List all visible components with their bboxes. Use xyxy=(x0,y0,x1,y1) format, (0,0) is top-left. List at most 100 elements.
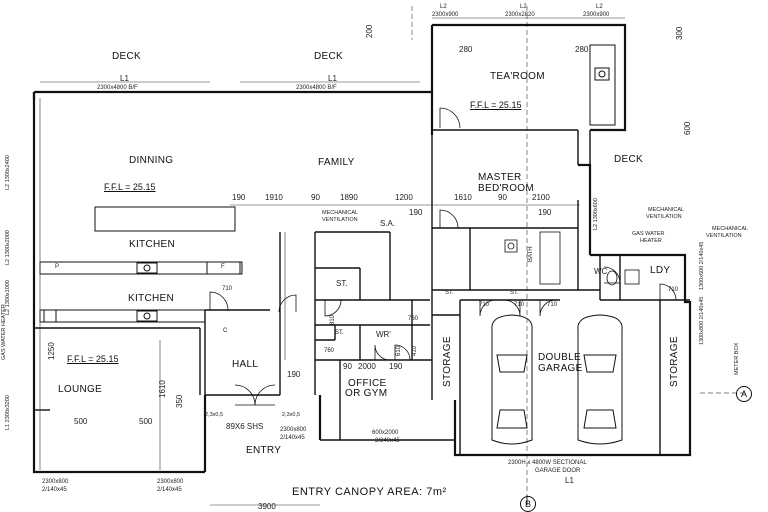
window-l2-top-2-size: 2300x2820 xyxy=(505,12,535,18)
lounge-window-1: 2300x800 xyxy=(42,479,69,485)
room-deck-middle: DECK xyxy=(314,51,343,62)
dim-1250: 1250 xyxy=(47,342,56,360)
dim-300: 300 xyxy=(675,26,684,40)
dim-710-a: 710 xyxy=(222,286,233,292)
room-office: OFFICE xyxy=(348,378,387,389)
left-window-4: L1 2300x3200 xyxy=(5,395,11,430)
mech-vent-2b: VENTILATION xyxy=(646,214,682,220)
fridge-f: F xyxy=(221,264,225,270)
office-window-1-frame: 2/140x45 xyxy=(280,435,305,441)
lounge-window-1-frame: 2/140x45 xyxy=(42,487,67,493)
left-window-1: L2 1300x2400 xyxy=(5,155,11,190)
dim-1610: 1610 xyxy=(454,193,472,202)
window-l2-top-1-size: 2300x900 xyxy=(432,12,459,18)
window-l1-a: L1 xyxy=(120,74,129,83)
room-hall: HALL xyxy=(232,359,259,370)
right-window-2: 1300x600 2/140x45 xyxy=(699,241,705,290)
room-ldy: LDY xyxy=(650,265,671,276)
dim-1200: 1200 xyxy=(395,193,413,202)
dim-2-3-b: 2,3x0,5 xyxy=(282,412,301,418)
room-garage: GARAGE xyxy=(538,363,583,374)
dim-600: 600 xyxy=(683,121,692,135)
dim-90-b: 90 xyxy=(498,193,507,202)
lounge-window-2-frame: 2/140x45 xyxy=(157,487,182,493)
dim-610: 610 xyxy=(396,345,402,356)
room-wr: WR' xyxy=(376,330,391,339)
room-or-gym: OR GYM xyxy=(345,388,388,399)
dim-90-c: 90 xyxy=(343,362,352,371)
right-window-1: L2 1300x600 xyxy=(593,198,599,230)
grid-bubble-b: B xyxy=(520,496,536,512)
dim-710-e: 710 xyxy=(547,302,558,308)
dim-190-a: 190 xyxy=(232,193,246,202)
dim-760-b: 760 xyxy=(324,348,335,354)
dim-1910: 1910 xyxy=(265,193,283,202)
garage-door-size: 2300H x 4800W SECTIONAL xyxy=(508,460,587,466)
room-store-4: ST. xyxy=(510,290,519,296)
dim-3900: 3900 xyxy=(258,502,276,511)
window-l2-top-3-size: 2300x900 xyxy=(583,12,610,18)
room-deck-left: DECK xyxy=(112,51,141,62)
meter-box: METER BOX xyxy=(734,342,740,375)
room-bedroom: BED'ROOM xyxy=(478,183,534,194)
room-master: MASTER xyxy=(478,172,522,183)
left-window-2: L2 1300x2000 xyxy=(5,230,11,265)
room-tearoom: TEA'ROOM xyxy=(490,71,545,82)
column-shs: 89X6 SHS xyxy=(226,422,264,431)
dim-190-b: 190 xyxy=(409,208,423,217)
room-store-3: ST. xyxy=(445,290,454,296)
dim-280-b: 280 xyxy=(575,45,589,54)
interior-walls xyxy=(34,129,690,455)
dim-410: 410 xyxy=(412,345,418,356)
office-window-2-frame: 2/240x45 xyxy=(375,438,400,444)
room-kitchen-upper: KITCHEN xyxy=(129,239,175,250)
pantry-p: P xyxy=(55,264,60,270)
room-wc: WC xyxy=(594,267,608,276)
dim-280-a: 280 xyxy=(459,45,473,54)
office-window-1: 2300x800 xyxy=(280,427,307,433)
room-store-2: ST. xyxy=(335,330,344,336)
dim-200: 200 xyxy=(365,24,374,38)
dim-190-d: 190 xyxy=(287,370,301,379)
dim-710-b: 710 xyxy=(668,287,679,293)
grid-lines xyxy=(411,6,745,505)
room-entry: ENTRY xyxy=(246,445,282,456)
dim-190-e: 190 xyxy=(389,362,403,371)
dim-190-c: 190 xyxy=(538,208,552,217)
gas-water-heater: GAS WATER xyxy=(632,231,665,237)
right-window-3: 1300x800 2/140x45 xyxy=(699,296,705,345)
grid-bubble-a: A xyxy=(736,386,752,402)
room-storage-right: STORAGE xyxy=(669,336,680,387)
cupboard-c: C xyxy=(223,328,228,334)
dimension-lines xyxy=(39,17,625,506)
gas-heater-left: GAS WATER HEATER xyxy=(1,304,7,360)
room-sa: S.A. xyxy=(380,219,396,228)
lounge-window-2: 2300x800 xyxy=(157,479,184,485)
ffl-dinning: F.F.L = 25.15 xyxy=(104,182,156,192)
dim-500-a: 500 xyxy=(74,417,88,426)
dim-2-3-a: 2,3x0,5 xyxy=(205,412,224,418)
dim-760-a: 760 xyxy=(408,316,419,322)
exterior-walls xyxy=(32,23,692,474)
mech-vent-3b: VENTILATION xyxy=(706,233,742,239)
dim-1890: 1890 xyxy=(340,193,358,202)
room-kitchen-lower: KITCHEN xyxy=(128,293,174,304)
window-l1-a-size: 2300x4800 B/F xyxy=(97,85,138,91)
dim-2100: 2100 xyxy=(532,193,550,202)
window-l2-top-3: L2 xyxy=(596,4,603,10)
garage-door-label: GARAGE DOOR xyxy=(535,468,581,474)
mech-vent-2: MECHANICAL xyxy=(648,207,685,213)
dim-2000: 2000 xyxy=(358,362,376,371)
dim-710-d: 710 xyxy=(514,302,525,308)
room-lounge: LOUNGE xyxy=(58,384,103,395)
window-l2-top-1: L2 xyxy=(440,4,447,10)
mech-vent-1: MECHANICAL xyxy=(322,210,359,216)
entry-canopy-area: ENTRY CANOPY AREA: 7m² xyxy=(292,486,447,498)
room-store-1: ST. xyxy=(336,279,348,288)
office-window-2: 600x2000 xyxy=(372,430,399,436)
window-l1-b: L1 xyxy=(328,74,337,83)
dim-1610-vertical: 1610 xyxy=(158,380,167,398)
room-storage-middle: STORAGE xyxy=(442,336,453,387)
